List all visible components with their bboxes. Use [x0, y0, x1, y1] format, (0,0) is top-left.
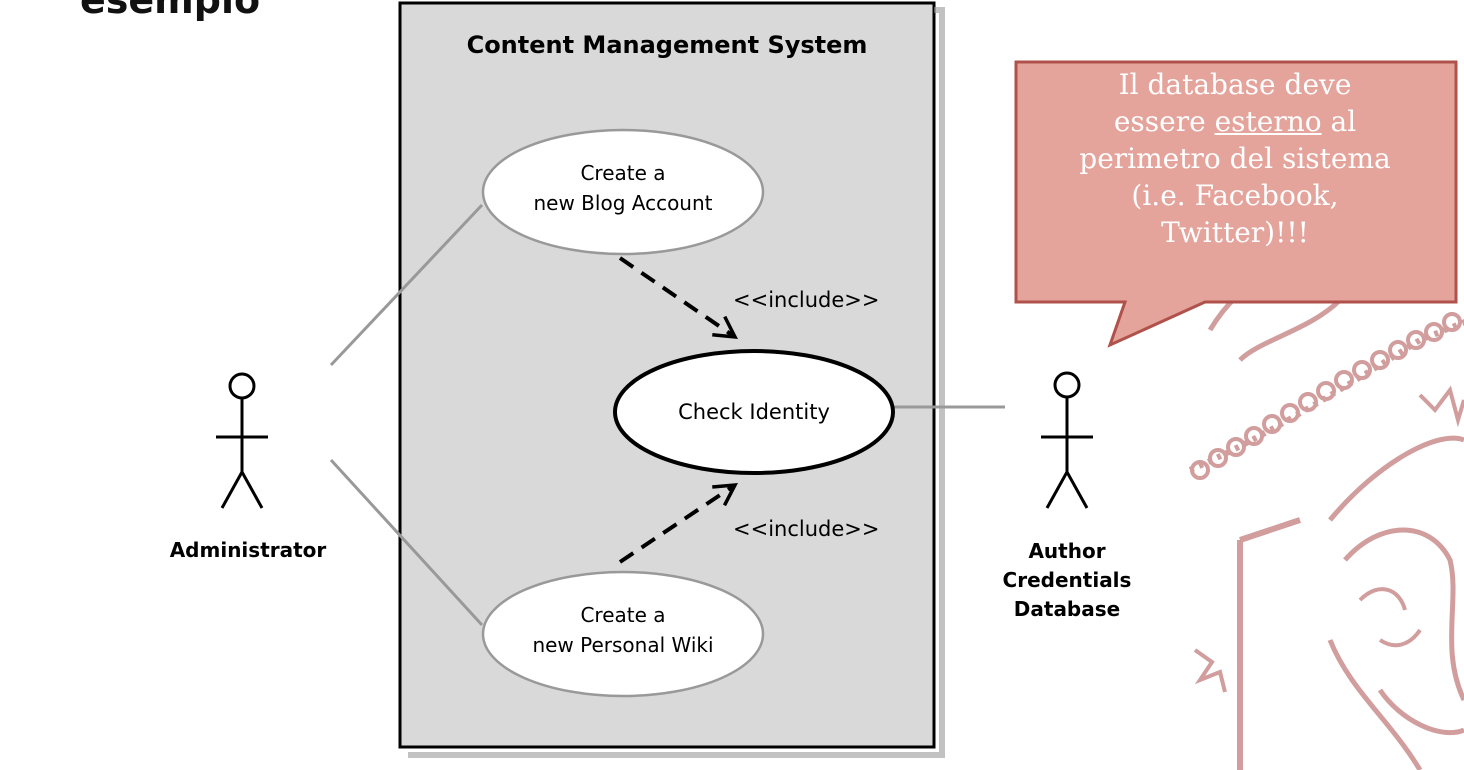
slide-title: esempio [80, 0, 261, 22]
callout-line-2: essere esterno al [1113, 105, 1357, 138]
actor-database-label-line3: Database [1014, 597, 1120, 621]
callout-line-5: Twitter)!!! [1161, 216, 1309, 249]
use-case-wiki-line2: new Personal Wiki [532, 633, 713, 657]
callout-line-3: perimetro del sistema [1079, 142, 1391, 175]
association-admin-wiki [329, 458, 484, 627]
use-case-create-blog-account: Create a new Blog Account [481, 128, 765, 256]
actor-database-label-line2: Credentials [1003, 568, 1132, 592]
use-case-check-identity: Check Identity [613, 349, 895, 475]
include-label-top: <<include>> [733, 288, 879, 312]
use-case-create-personal-wiki: Create a new Personal Wiki [481, 570, 765, 698]
callout-text: Il database deve essere esterno al perim… [1014, 66, 1456, 251]
association-admin-blog [329, 203, 484, 367]
callout-bubble [1014, 60, 1458, 348]
actor-database-icon [1041, 371, 1093, 509]
callout-line-1: Il database deve [1118, 68, 1352, 101]
use-case-wiki-line1: Create a [580, 603, 665, 627]
actor-database-label-line1: Author [1028, 539, 1105, 563]
use-case-identity-label: Check Identity [678, 400, 830, 424]
actor-administrator-icon [216, 372, 268, 509]
callout-emphasis: esterno [1214, 105, 1322, 138]
system-title: Content Management System [467, 31, 868, 59]
seal-watermark-logo [1188, 271, 1464, 770]
callout-line-4: (i.e. Facebook, [1131, 179, 1339, 212]
actor-administrator-label: Administrator [170, 538, 327, 562]
include-arrow-bottom [618, 482, 739, 564]
use-case-blog-line1: Create a [580, 161, 665, 185]
use-case-blog-line2: new Blog Account [533, 191, 712, 215]
include-label-bottom: <<include>> [733, 517, 879, 541]
include-arrow-top [618, 256, 738, 340]
